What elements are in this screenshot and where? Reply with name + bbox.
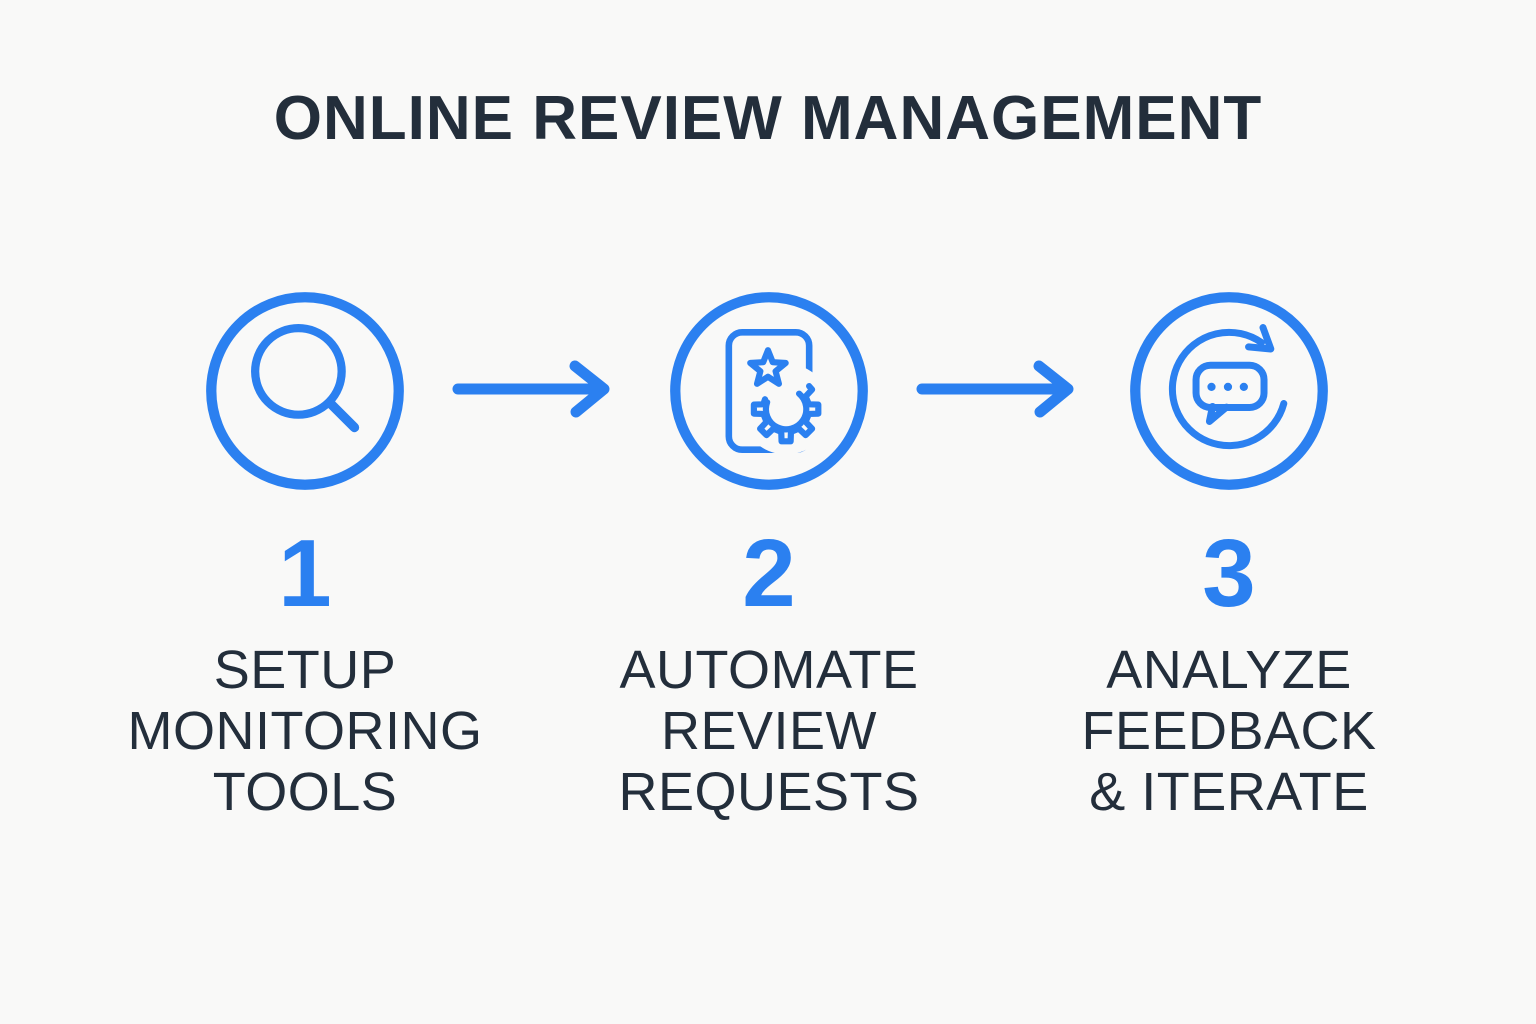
magnifier-search-icon	[202, 288, 408, 494]
feedback-chat-refresh-icon	[1126, 288, 1332, 494]
step-label: SETUP MONITORING TOOLS	[75, 640, 535, 823]
step-label-line: REVIEW	[660, 701, 878, 761]
arrow-right-icon	[452, 357, 612, 421]
step-label-line: MONITORING	[127, 701, 483, 761]
step-label: AUTOMATE REVIEW REQUESTS	[539, 640, 999, 823]
step-label-line: REQUESTS	[618, 762, 920, 822]
page-title: ONLINE REVIEW MANAGEMENT	[273, 84, 1263, 153]
step-label-line: & ITERATE	[1089, 762, 1369, 822]
step-automate-review-requests: 2 AUTOMATE REVIEW REQUESTS	[539, 288, 999, 822]
step-label-line: AUTOMATE	[619, 640, 919, 700]
review-document-gear-icon	[666, 288, 872, 494]
step-label: ANALYZE FEEDBACK & ITERATE	[999, 640, 1459, 823]
step-setup-monitoring-tools: 1 SETUP MONITORING TOOLS	[75, 288, 535, 822]
step-number: 3	[1202, 520, 1256, 627]
step-number: 1	[278, 520, 332, 627]
step-label-line: ANALYZE	[1106, 640, 1352, 700]
step-label-line: TOOLS	[212, 762, 398, 822]
arrow-right-icon	[916, 357, 1076, 421]
step-analyze-feedback-iterate: 3 ANALYZE FEEDBACK & ITERATE	[999, 288, 1459, 822]
step-label-line: SETUP	[213, 640, 397, 700]
step-label-line: FEEDBACK	[1081, 701, 1377, 761]
step-number: 2	[742, 520, 796, 627]
